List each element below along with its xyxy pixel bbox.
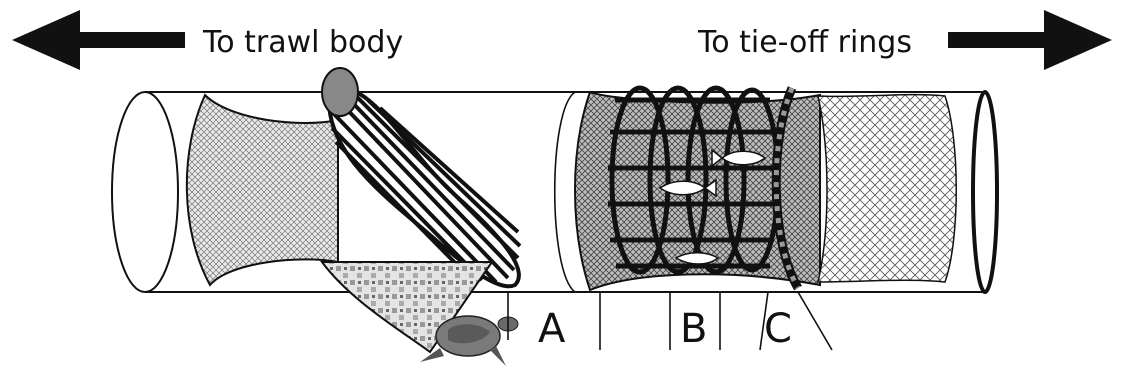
tube-exit — [973, 92, 997, 292]
section-label-b: B — [680, 306, 707, 352]
float-icon — [322, 68, 358, 116]
right-direction-label: To tie-off rings — [697, 25, 912, 60]
section-label-a: A — [538, 306, 566, 352]
funnel-net — [187, 95, 338, 285]
left-direction-label: To trawl body — [202, 25, 403, 60]
left-arrow-icon — [12, 10, 185, 70]
codend-net — [818, 95, 956, 282]
right-arrow-icon — [948, 10, 1112, 70]
section-label-c: C — [764, 306, 792, 352]
